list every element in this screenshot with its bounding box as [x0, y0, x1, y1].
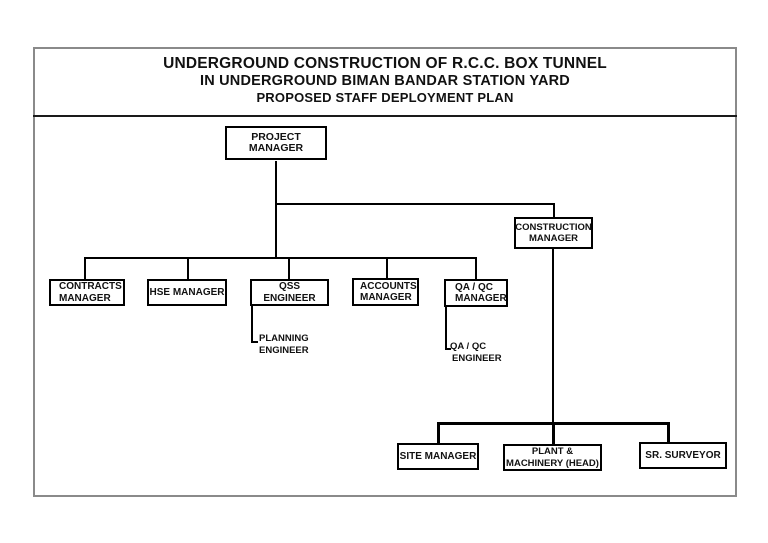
node-label: QA / QC: [455, 281, 493, 293]
connector-planning-foot: [251, 341, 258, 343]
chart-frame: UNDERGROUND CONSTRUCTION OF R.C.C. BOX T…: [33, 47, 737, 497]
label-planning-engineer: PLANNING ENGINEER: [259, 333, 309, 356]
node-qss-engineer: QSS ENGINEER: [250, 279, 329, 306]
node-label: CONTRACTS: [59, 281, 122, 292]
connector-cm-stub: [553, 203, 555, 217]
node-hse-manager: HSE MANAGER: [147, 279, 227, 306]
connector-cm-long-vertical: [552, 249, 554, 424]
node-label: ACCOUNTS: [360, 280, 417, 292]
title-line-1: UNDERGROUND CONSTRUCTION OF R.C.C. BOX T…: [163, 55, 607, 72]
node-label: QSS ENGINEER: [263, 281, 316, 304]
connector-qss-stub: [288, 257, 290, 279]
node-contracts-manager: CONTRACTS MANAGER: [49, 279, 125, 306]
label-qa-qc-engineer: QA / QC ENGINEER: [450, 341, 502, 364]
label-line: QA / QC: [450, 341, 487, 352]
node-label: MANAGER: [455, 293, 507, 304]
node-label: MACHINERY (HEAD): [506, 457, 599, 469]
node-construction-manager: CONSTRUCTION MANAGER: [514, 217, 593, 249]
connector-row-branch-horizontal: [84, 257, 477, 259]
node-label: MANAGER: [248, 142, 304, 154]
title-line-3: PROPOSED STAFF DEPLOYMENT PLAN: [256, 90, 514, 105]
connector-cm-branch-horizontal: [276, 203, 555, 205]
node-label: SR. SURVEYOR: [645, 449, 721, 461]
connector-surveyor-stub: [667, 422, 670, 442]
label-line: PLANNING: [259, 333, 309, 344]
connector-contracts-stub: [84, 257, 86, 279]
node-label: PLANT &: [531, 446, 574, 457]
node-sr-surveyor: SR. SURVEYOR: [639, 442, 727, 469]
connector-accounts-stub: [386, 257, 388, 278]
node-label: MANAGER: [360, 292, 412, 303]
node-label: SITE MANAGER: [399, 450, 477, 462]
connector-planning-vertical: [251, 305, 253, 343]
title-line-2: IN UNDERGROUND BIMAN BANDAR STATION YARD: [200, 73, 570, 89]
connector-hse-stub: [187, 257, 189, 279]
chart-title: UNDERGROUND CONSTRUCTION OF R.C.C. BOX T…: [35, 49, 735, 106]
node-qa-qc-manager: QA / QC MANAGER: [444, 279, 508, 307]
node-label: CONSTRUCTION: [515, 221, 592, 233]
node-label: MANAGER: [528, 233, 579, 244]
title-separator: [33, 115, 737, 117]
node-accounts-manager: ACCOUNTS MANAGER: [352, 278, 419, 306]
node-label: PROJECT: [251, 130, 301, 143]
node-plant-machinery-head: PLANT & MACHINERY (HEAD): [503, 444, 602, 471]
node-label: MANAGER: [59, 292, 111, 304]
connector-qaqc-engineer-vertical: [445, 307, 447, 350]
connector-plant-stub: [552, 422, 555, 444]
node-site-manager: SITE MANAGER: [397, 443, 479, 470]
node-label: HSE MANAGER: [149, 286, 225, 298]
label-line: ENGINEER: [259, 344, 309, 356]
connector-pm-vertical: [275, 161, 277, 257]
label-line: ENGINEER: [452, 352, 502, 364]
connector-qaqc-engineer-foot: [445, 348, 451, 350]
connector-qaqc-stub: [475, 257, 477, 279]
node-project-manager: PROJECT MANAGER: [225, 126, 327, 160]
connector-site-stub: [437, 422, 440, 443]
